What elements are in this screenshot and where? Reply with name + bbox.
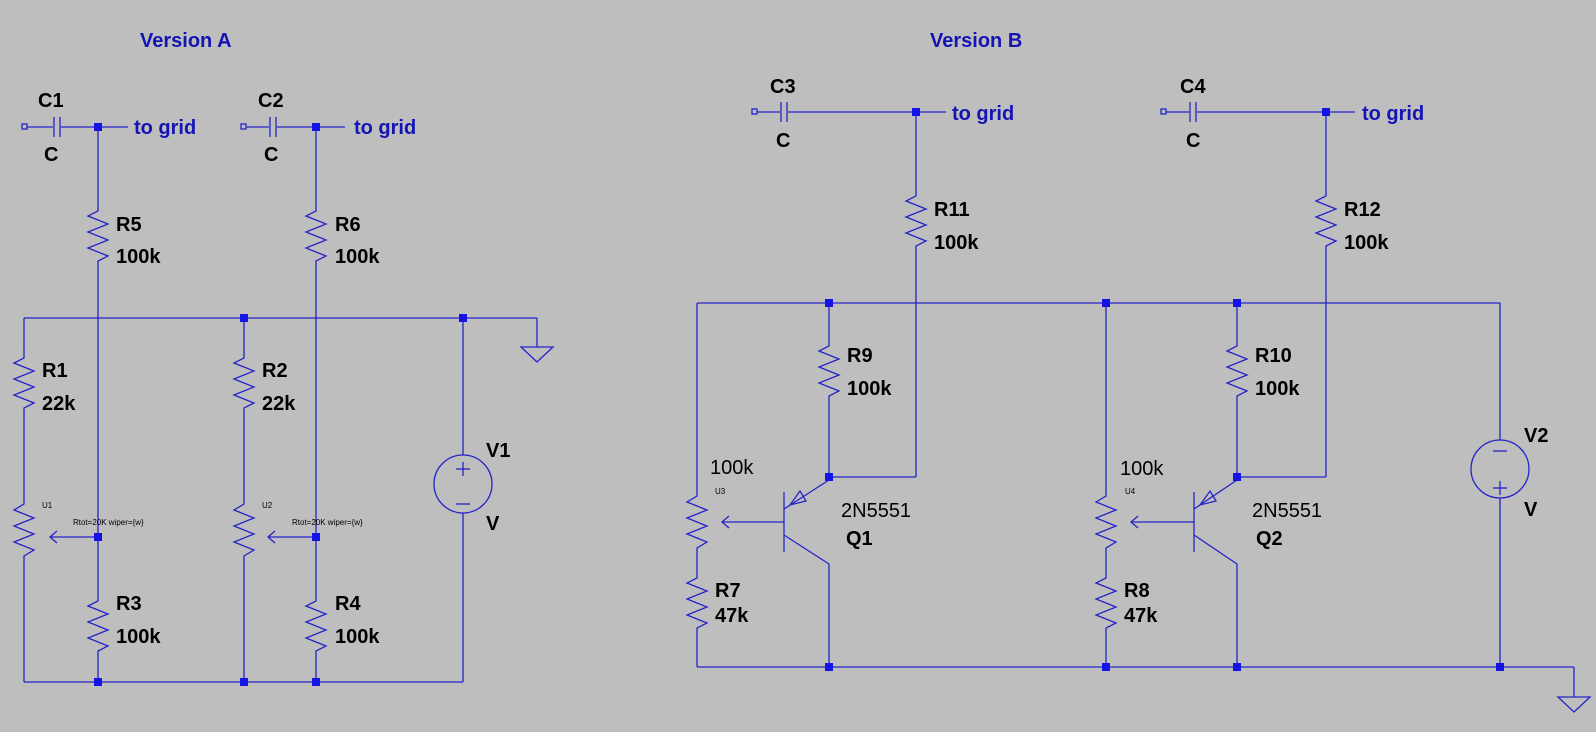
r2-value: 22k — [262, 393, 296, 415]
version-b-circuit: C3 C to grid C4 C to grid R11 100k R12 — [685, 76, 1592, 713]
r5-ref: R5 — [116, 214, 142, 236]
v2-value: V — [1524, 499, 1538, 521]
voltage-source-v1[interactable]: V1 V — [433, 440, 510, 535]
potentiometer-u4[interactable]: 100k U4 — [1094, 458, 1194, 557]
c4-value: C — [1186, 130, 1200, 152]
r1-value: 22k — [42, 393, 76, 415]
q1-ref: Q1 — [846, 528, 873, 550]
transistor-q2[interactable]: 2N5551 Q2 — [1193, 479, 1322, 565]
resistor-r8[interactable]: R8 47k — [1094, 568, 1158, 637]
v2-ref: V2 — [1524, 425, 1548, 447]
u3-ref: U3 — [715, 487, 726, 496]
capacitor-c4[interactable]: C4 C — [1160, 76, 1355, 152]
r3-ref: R3 — [116, 593, 142, 615]
r4-value: 100k — [335, 626, 380, 648]
resistor-r2[interactable]: R2 22k — [232, 345, 296, 418]
version-a-header: Version A — [140, 30, 232, 52]
resistor-r4[interactable]: R4 100k — [304, 588, 380, 660]
r9-value: 100k — [847, 378, 892, 400]
capacitor-c2[interactable]: C2 C — [240, 90, 345, 166]
r8-ref: R8 — [1124, 580, 1150, 602]
r7-ref: R7 — [715, 580, 741, 602]
q2-ref: Q2 — [1256, 528, 1283, 550]
c4-ref: C4 — [1180, 76, 1206, 98]
capacitor-c3[interactable]: C3 C — [751, 76, 946, 152]
u2-params: Rtot=20K wiper={w} — [292, 518, 363, 527]
r10-ref: R10 — [1255, 345, 1292, 367]
q1-model: 2N5551 — [841, 500, 911, 522]
potentiometer-u2[interactable]: U2 Rtot=20K wiper={w} — [232, 494, 363, 565]
net-label-to-grid-4: to grid — [1362, 103, 1424, 125]
r7-value: 47k — [715, 605, 749, 627]
u1-ref: U1 — [42, 501, 53, 510]
resistor-r1[interactable]: R1 22k — [12, 345, 76, 418]
u2-ref: U2 — [262, 501, 273, 510]
r9-ref: R9 — [847, 345, 873, 367]
junctions-a — [94, 123, 467, 686]
r5-value: 100k — [116, 246, 161, 268]
net-label-to-grid-3: to grid — [952, 103, 1014, 125]
r11-value: 100k — [934, 232, 979, 254]
v1-value: V — [486, 513, 500, 535]
r11-ref: R11 — [934, 199, 970, 221]
transistor-q1[interactable]: 2N5551 Q1 — [783, 479, 911, 565]
r12-ref: R12 — [1344, 199, 1381, 221]
u4-ref: U4 — [1125, 487, 1136, 496]
resistor-r9[interactable]: R9 100k — [817, 338, 892, 405]
resistor-r5[interactable]: R5 100k — [86, 197, 161, 270]
r1-ref: R1 — [42, 360, 68, 382]
c1-ref: C1 — [38, 90, 64, 112]
r10-value: 100k — [1255, 378, 1300, 400]
voltage-source-v2[interactable]: V2 V — [1470, 425, 1548, 521]
capacitor-c1[interactable]: C1 C — [21, 90, 128, 166]
v1-ref: V1 — [486, 440, 510, 462]
resistor-r6[interactable]: R6 100k — [304, 197, 380, 270]
resistor-r7[interactable]: R7 47k — [685, 568, 749, 637]
u1-params: Rtot=20K wiper={w} — [73, 518, 144, 527]
resistor-r11[interactable]: R11 100k — [904, 182, 979, 255]
version-a-circuit: C1 C to grid C2 C to grid R5 100k R6 10 — [12, 90, 555, 686]
net-label-to-grid-2: to grid — [354, 117, 416, 139]
resistor-r3[interactable]: R3 100k — [86, 588, 161, 660]
potentiometer-u3[interactable]: 100k U3 — [685, 457, 784, 557]
r3-value: 100k — [116, 626, 161, 648]
ground-symbol-a — [519, 318, 555, 363]
c2-ref: C2 — [258, 90, 284, 112]
r8-value: 47k — [1124, 605, 1158, 627]
resistor-r12[interactable]: R12 100k — [1314, 182, 1389, 255]
potentiometer-u1[interactable]: U1 Rtot=20K wiper={w} — [12, 494, 144, 565]
resistor-r10[interactable]: R10 100k — [1225, 338, 1300, 405]
c2-value: C — [264, 144, 278, 166]
ground-symbol-b — [1556, 667, 1592, 713]
r6-ref: R6 — [335, 214, 361, 236]
r12-value: 100k — [1344, 232, 1389, 254]
version-b-header: Version B — [930, 30, 1022, 52]
r4-ref: R4 — [335, 593, 361, 615]
c3-ref: C3 — [770, 76, 796, 98]
u3-value: 100k — [710, 457, 754, 479]
u4-value: 100k — [1120, 458, 1164, 480]
net-label-to-grid-1: to grid — [134, 117, 196, 139]
junctions-b — [825, 108, 1504, 671]
q2-model: 2N5551 — [1252, 500, 1322, 522]
c3-value: C — [776, 130, 790, 152]
r6-value: 100k — [335, 246, 380, 268]
r2-ref: R2 — [262, 360, 288, 382]
c1-value: C — [44, 144, 58, 166]
